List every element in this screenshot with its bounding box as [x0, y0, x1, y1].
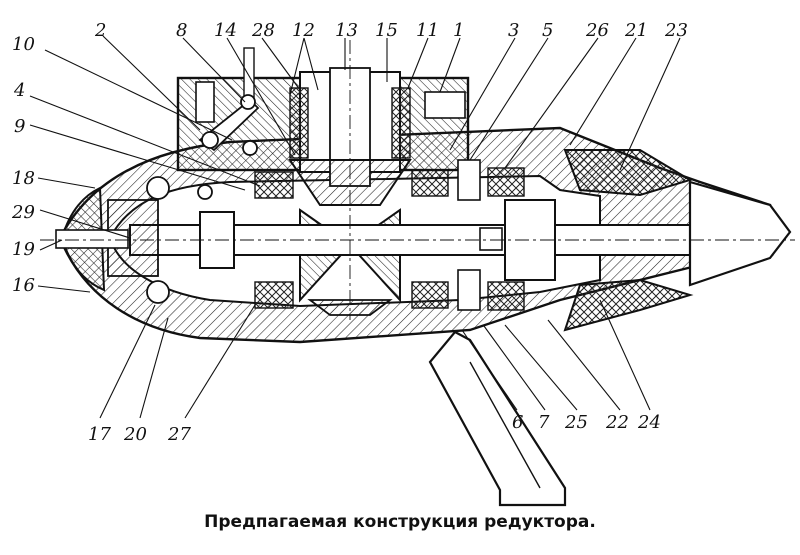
callout-25: 25 — [564, 412, 588, 433]
callout-28: 28 — [251, 20, 275, 41]
callout-6: 6 — [512, 412, 523, 433]
callout-4: 4 — [13, 80, 25, 101]
right-cone-seal — [563, 149, 792, 332]
callout-7: 7 — [538, 412, 550, 433]
callout-21: 21 — [624, 20, 648, 41]
callout-22: 22 — [605, 412, 629, 433]
callout-13: 13 — [335, 20, 358, 41]
callout-17: 17 — [88, 424, 111, 445]
callout-23: 23 — [664, 20, 688, 41]
callout-10: 10 — [12, 34, 35, 55]
callout-12: 12 — [292, 20, 315, 41]
callout-14: 14 — [214, 20, 237, 41]
callout-24: 24 — [637, 412, 661, 433]
callout-19: 19 — [12, 239, 35, 260]
figure-caption: Предпагаемая конструкция редуктора. — [204, 512, 596, 532]
bearings — [146, 159, 525, 311]
lever-mechanism — [197, 94, 260, 200]
callout-18: 18 — [12, 168, 35, 189]
callout-3: 3 — [508, 20, 519, 41]
callout-5: 5 — [542, 20, 553, 41]
leader-lines — [29, 35, 681, 419]
callout-11: 11 — [416, 20, 439, 41]
callout-9: 9 — [14, 116, 25, 137]
nose-cap — [55, 186, 159, 292]
callout-15: 15 — [375, 20, 398, 41]
callout-labels: 10 2 8 14 28 12 13 15 11 1 3 5 26 21 23 … — [11, 20, 688, 445]
callout-1: 1 — [453, 20, 464, 41]
callout-8: 8 — [176, 20, 187, 41]
callout-20: 20 — [123, 424, 147, 445]
callout-27: 27 — [167, 424, 191, 445]
callout-29: 29 — [11, 202, 35, 223]
callout-2: 2 — [94, 20, 106, 41]
callout-26: 26 — [585, 20, 609, 41]
callout-16: 16 — [12, 275, 35, 296]
